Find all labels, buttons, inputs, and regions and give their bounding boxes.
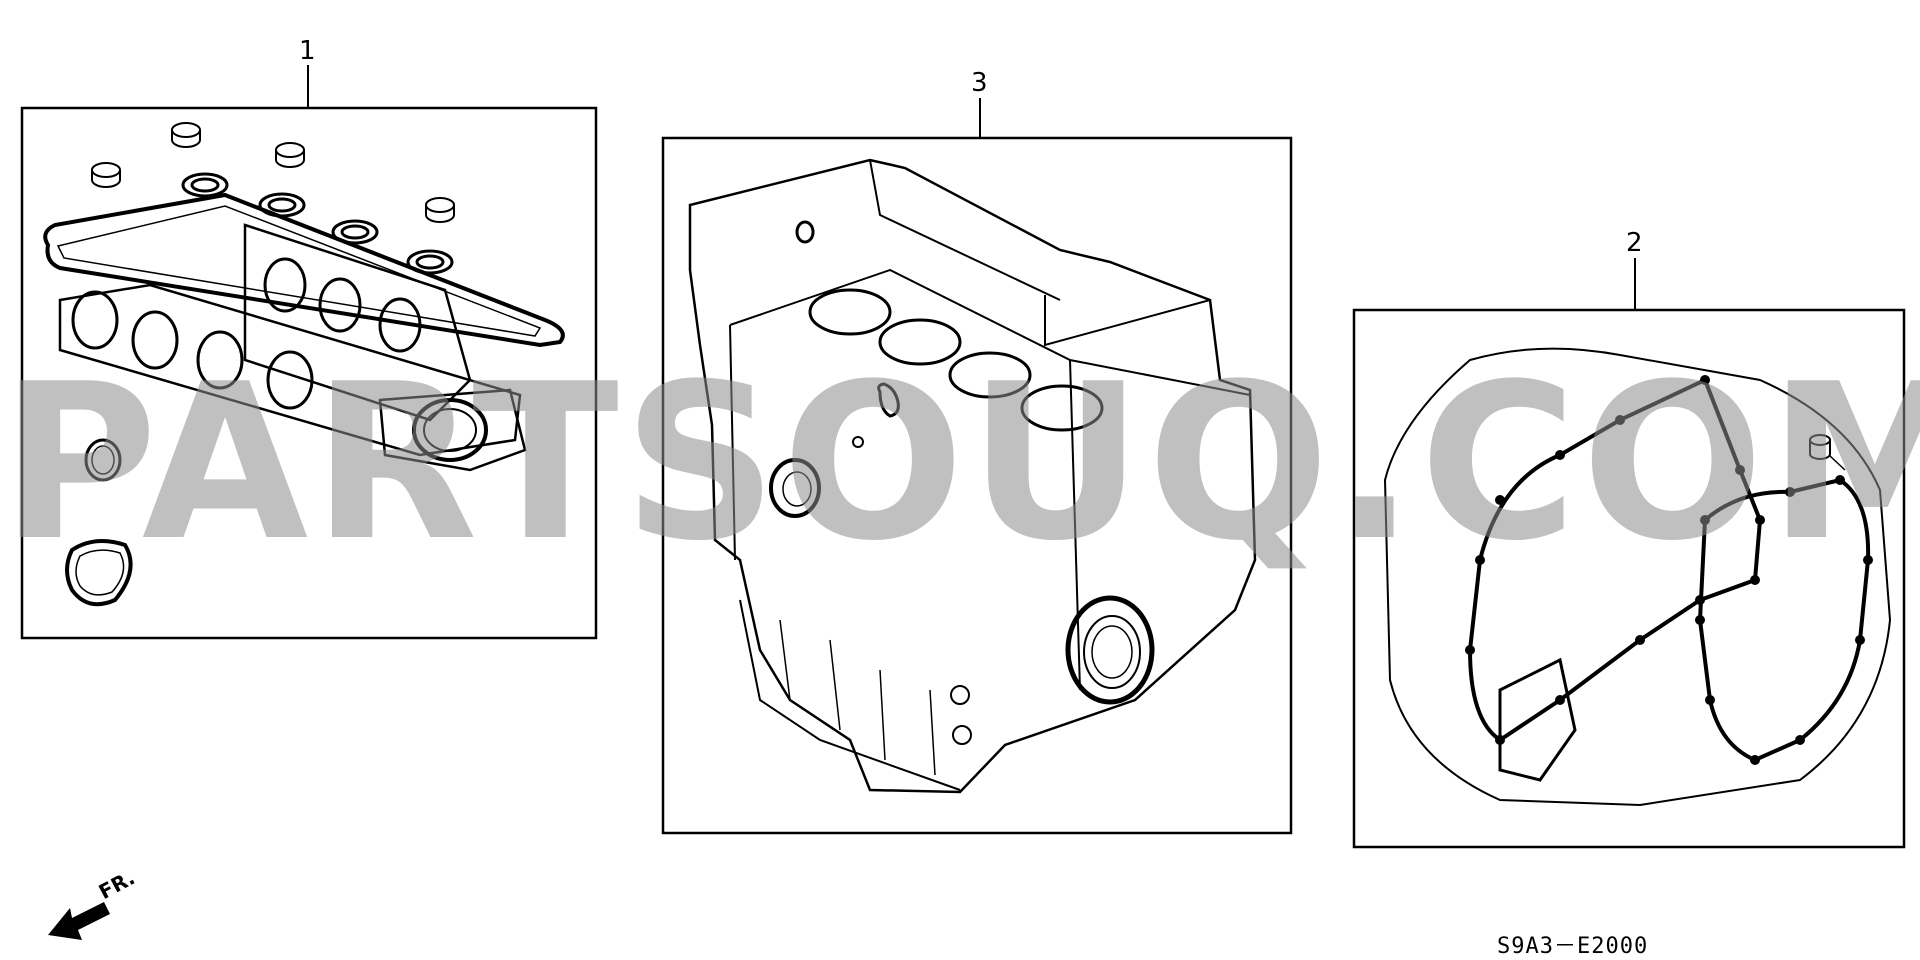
spark-plug-tube-seals xyxy=(181,172,454,275)
callout-number-2[interactable]: 2 xyxy=(1626,228,1643,258)
transmission-case-outline xyxy=(1383,347,1892,807)
diagram-reference-code: S9A3－E2000 xyxy=(1497,934,1649,959)
case-gasket-right xyxy=(1697,477,1871,763)
cylinder-head-gasket xyxy=(378,388,527,472)
o-rings xyxy=(65,438,133,607)
oil-pan xyxy=(739,599,961,791)
valve-stem-seals xyxy=(91,122,455,223)
crankshaft-oil-seal xyxy=(1065,595,1155,705)
engine-block-outline xyxy=(688,158,1257,794)
gasket-kit-1-illustration[interactable] xyxy=(20,65,598,640)
gasket-kit-2-illustration[interactable] xyxy=(1352,258,1906,849)
front-direction-arrow-icon xyxy=(48,902,110,940)
cover-gasket xyxy=(1498,657,1577,782)
callout-number-1[interactable]: 1 xyxy=(299,36,316,66)
callout-number-3[interactable]: 3 xyxy=(971,68,988,98)
gasket-kit-3-illustration[interactable] xyxy=(661,98,1293,835)
head-cover-gasket xyxy=(43,192,565,348)
cylinder-bores xyxy=(808,288,1104,432)
case-gasket-left xyxy=(1467,377,1763,743)
small-oil-seal xyxy=(769,458,821,518)
manifold-gasket xyxy=(58,283,522,457)
